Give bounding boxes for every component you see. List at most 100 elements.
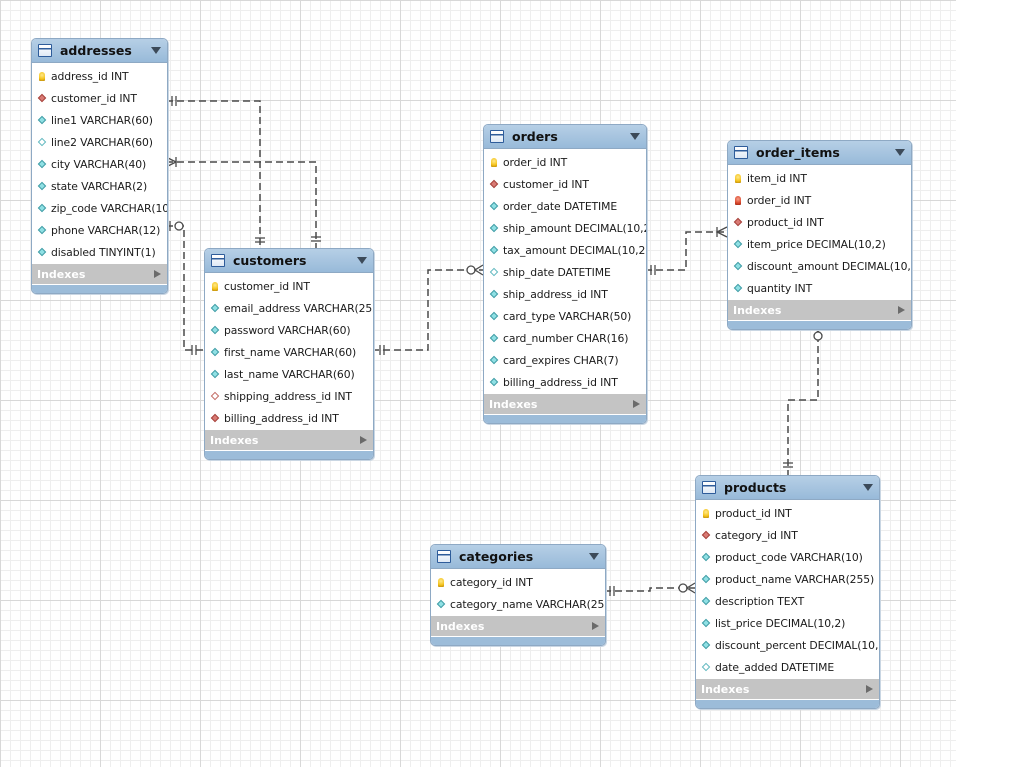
column-row[interactable]: list_price DECIMAL(10,2) <box>696 612 879 634</box>
column-row[interactable]: line2 VARCHAR(60) <box>32 131 167 153</box>
column-row[interactable]: email_address VARCHAR(255) <box>205 297 373 319</box>
column-row[interactable]: category_id INT <box>431 571 605 593</box>
collapse-arrow-icon[interactable] <box>863 484 873 491</box>
column-row[interactable]: quantity INT <box>728 277 911 299</box>
column-row[interactable]: ship_address_id INT <box>484 283 646 305</box>
column-label: item_price DECIMAL(10,2) <box>747 237 886 251</box>
expand-arrow-icon[interactable] <box>866 685 873 693</box>
not-null-column-icon <box>37 159 47 169</box>
column-label: shipping_address_id INT <box>224 389 352 403</box>
indexes-section[interactable]: Indexes <box>728 300 911 320</box>
collapse-arrow-icon[interactable] <box>357 257 367 264</box>
not-null-column-icon <box>37 225 47 235</box>
indexes-section[interactable]: Indexes <box>205 430 373 450</box>
column-row[interactable]: ship_amount DECIMAL(10,2) <box>484 217 646 239</box>
indexes-section[interactable]: Indexes <box>431 616 605 636</box>
table-icon <box>211 254 225 267</box>
expand-arrow-icon[interactable] <box>154 270 161 278</box>
nullable-foreign-key-icon <box>210 391 220 401</box>
table-header[interactable]: customers <box>205 249 373 273</box>
column-row[interactable]: state VARCHAR(2) <box>32 175 167 197</box>
column-label: first_name VARCHAR(60) <box>224 345 357 359</box>
column-row[interactable]: category_id INT <box>696 524 879 546</box>
expand-arrow-icon[interactable] <box>360 436 367 444</box>
not-null-column-icon <box>733 239 743 249</box>
table-header[interactable]: addresses <box>32 39 167 63</box>
column-row[interactable]: card_expires CHAR(7) <box>484 349 646 371</box>
relationship-customers-addresses-1 <box>166 100 261 248</box>
column-row[interactable]: product_name VARCHAR(255) <box>696 568 879 590</box>
collapse-arrow-icon[interactable] <box>151 47 161 54</box>
column-row[interactable]: card_number CHAR(16) <box>484 327 646 349</box>
column-row[interactable]: password VARCHAR(60) <box>205 319 373 341</box>
expand-arrow-icon[interactable] <box>633 400 640 408</box>
column-row[interactable]: item_price DECIMAL(10,2) <box>728 233 911 255</box>
column-label: last_name VARCHAR(60) <box>224 367 355 381</box>
column-row[interactable]: last_name VARCHAR(60) <box>205 363 373 385</box>
column-label: zip_code VARCHAR(10) <box>51 201 168 215</box>
column-row[interactable]: shipping_address_id INT <box>205 385 373 407</box>
column-row[interactable]: card_type VARCHAR(50) <box>484 305 646 327</box>
collapse-arrow-icon[interactable] <box>589 553 599 560</box>
table-header[interactable]: products <box>696 476 879 500</box>
nullable-column-icon <box>37 137 47 147</box>
column-row[interactable]: billing_address_id INT <box>205 407 373 429</box>
column-row[interactable]: description TEXT <box>696 590 879 612</box>
table-header[interactable]: categories <box>431 545 605 569</box>
expand-arrow-icon[interactable] <box>898 306 905 314</box>
column-row[interactable]: first_name VARCHAR(60) <box>205 341 373 363</box>
column-row[interactable]: discount_percent DECIMAL(10,2) <box>696 634 879 656</box>
column-row[interactable]: disabled TINYINT(1) <box>32 241 167 263</box>
table-title: addresses <box>60 43 132 58</box>
column-row[interactable]: city VARCHAR(40) <box>32 153 167 175</box>
indexes-label: Indexes <box>210 433 259 447</box>
column-row[interactable]: item_id INT <box>728 167 911 189</box>
column-row[interactable]: customer_id INT <box>32 87 167 109</box>
column-label: city VARCHAR(40) <box>51 157 147 171</box>
collapse-arrow-icon[interactable] <box>630 133 640 140</box>
collapse-arrow-icon[interactable] <box>895 149 905 156</box>
column-row[interactable]: ship_date DATETIME <box>484 261 646 283</box>
column-row[interactable]: product_id INT <box>696 502 879 524</box>
column-row[interactable]: line1 VARCHAR(60) <box>32 109 167 131</box>
column-row[interactable]: zip_code VARCHAR(10) <box>32 197 167 219</box>
foreign-key-icon <box>733 217 743 227</box>
column-row[interactable]: product_code VARCHAR(10) <box>696 546 879 568</box>
column-row[interactable]: product_id INT <box>728 211 911 233</box>
column-row[interactable]: phone VARCHAR(12) <box>32 219 167 241</box>
expand-arrow-icon[interactable] <box>592 622 599 630</box>
column-label: ship_address_id INT <box>503 287 608 301</box>
column-row[interactable]: customer_id INT <box>205 275 373 297</box>
column-row[interactable]: discount_amount DECIMAL(10,2) <box>728 255 911 277</box>
not-null-column-icon <box>489 333 499 343</box>
column-row[interactable]: order_id INT <box>728 189 911 211</box>
indexes-label: Indexes <box>701 682 750 696</box>
cardinality-circle <box>174 221 184 231</box>
column-row[interactable]: billing_address_id INT <box>484 371 646 393</box>
table-title: customers <box>233 253 307 268</box>
column-label: password VARCHAR(60) <box>224 323 351 337</box>
primary-key-icon <box>436 577 446 587</box>
column-row[interactable]: order_id INT <box>484 151 646 173</box>
indexes-section[interactable]: Indexes <box>696 679 879 699</box>
column-row[interactable]: customer_id INT <box>484 173 646 195</box>
column-label: line2 VARCHAR(60) <box>51 135 153 149</box>
not-null-column-icon <box>37 203 47 213</box>
column-row[interactable]: order_date DATETIME <box>484 195 646 217</box>
indexes-section[interactable]: Indexes <box>484 394 646 414</box>
table-header[interactable]: orders <box>484 125 646 149</box>
column-row[interactable]: date_added DATETIME <box>696 656 879 678</box>
column-row[interactable]: tax_amount DECIMAL(10,2) <box>484 239 646 261</box>
column-row[interactable]: category_name VARCHAR(255) <box>431 593 605 615</box>
indexes-section[interactable]: Indexes <box>32 264 167 284</box>
column-row[interactable]: address_id INT <box>32 65 167 87</box>
table-header[interactable]: order_items <box>728 141 911 165</box>
